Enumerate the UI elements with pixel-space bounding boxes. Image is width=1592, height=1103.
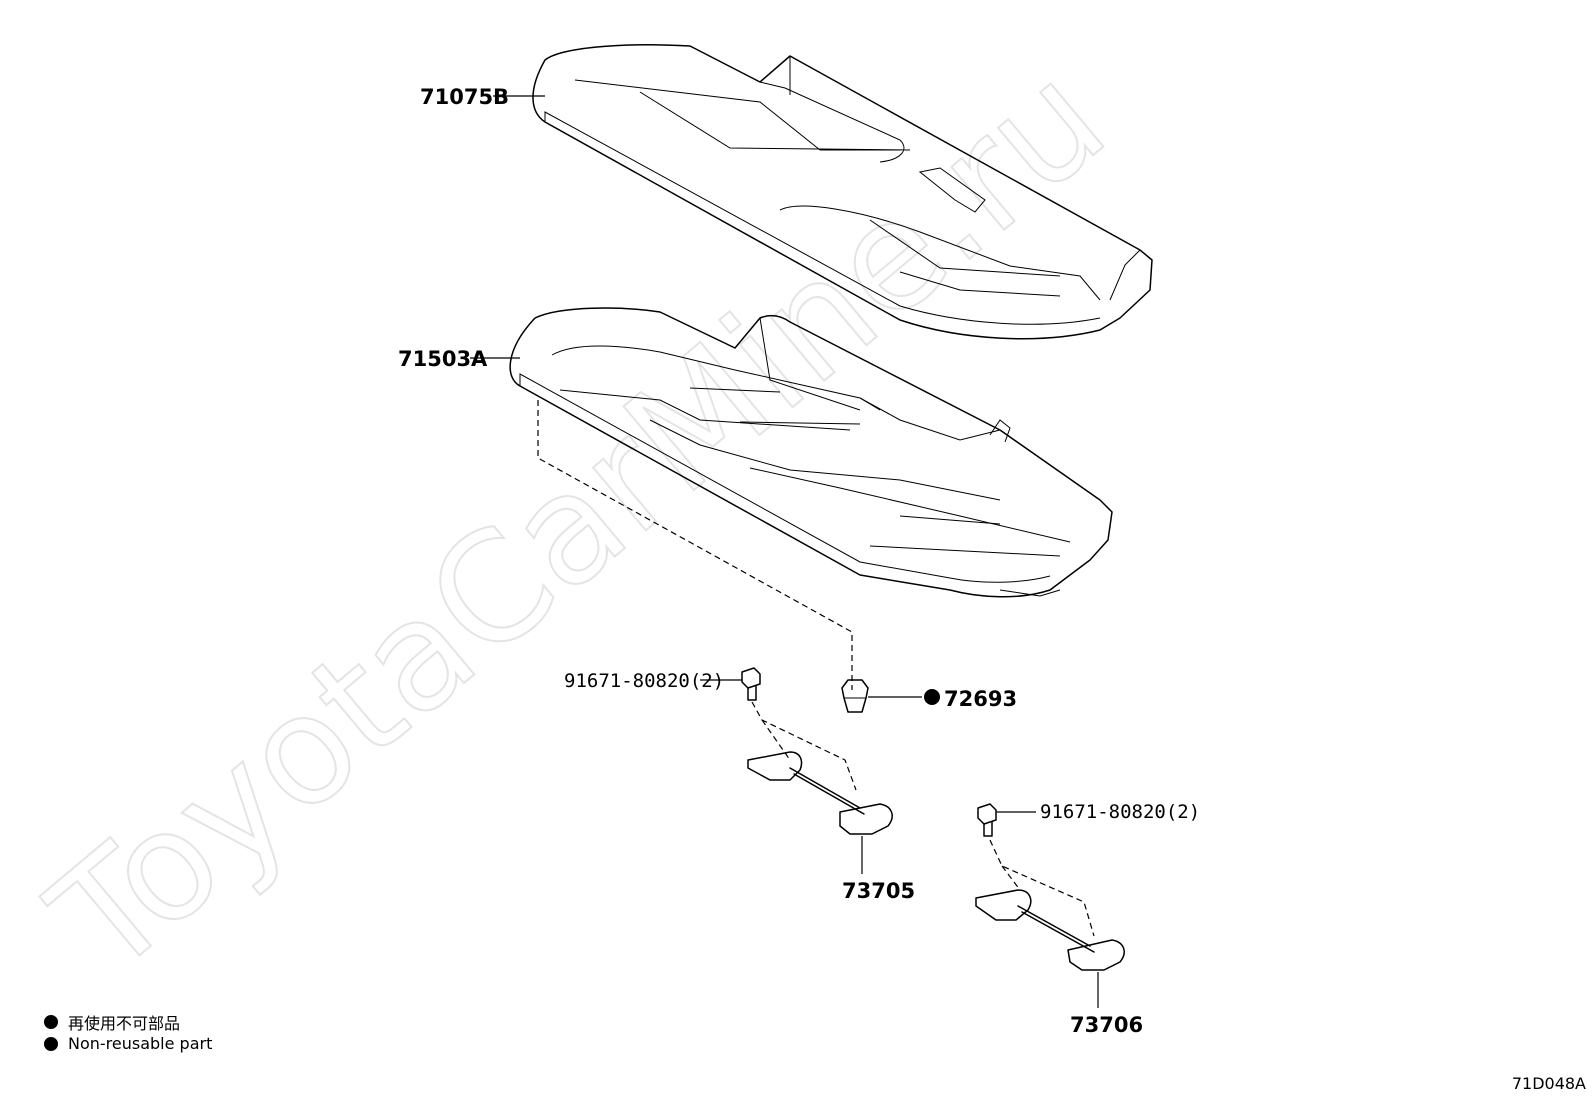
bolt-left-drawing	[741, 667, 761, 701]
non-reusable-dot-icon	[44, 1015, 58, 1029]
hook-left-drawing	[747, 751, 893, 835]
legend-japanese-text: 再使用不可部品	[68, 1014, 181, 1033]
hook-right-drawing	[975, 889, 1125, 971]
seat-cover-drawing	[532, 44, 1153, 340]
watermark: ToyotaCarMine.ru	[21, 32, 1137, 1008]
bolt-right-drawing	[977, 803, 997, 837]
non-reusable-dot-icon	[44, 1036, 58, 1051]
diagram-code: 71D048A	[1511, 1074, 1586, 1093]
callout-bolt-left: 91671-80820(2)	[564, 670, 724, 692]
callout-bolt-right: 91671-80820(2)	[1040, 801, 1200, 823]
clip-drawing	[841, 679, 869, 713]
legend-japanese: 再使用不可部品	[44, 1010, 180, 1034]
callout-hook-right: 73706	[1070, 1013, 1143, 1037]
callout-cushion-pad: 71503A	[398, 347, 488, 371]
callout-seat-cover: 71075B	[420, 85, 509, 109]
legend-english: Non-reusable part	[44, 1034, 212, 1053]
callout-hook-left: 73705	[842, 879, 915, 903]
callout-clip: 72693	[944, 687, 1017, 711]
cushion-pad-drawing	[509, 307, 1113, 598]
non-reusable-marker	[924, 689, 940, 705]
legend-english-text: Non-reusable part	[68, 1034, 213, 1053]
